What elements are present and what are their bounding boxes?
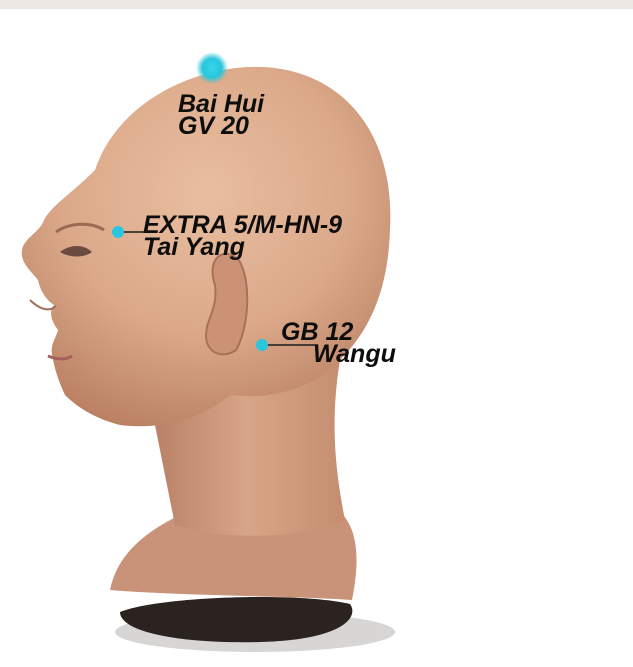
tai-yang-marker (112, 226, 124, 238)
bai-hui-label: Bai Hui GV 20 (178, 93, 264, 137)
wangu-marker (256, 339, 268, 351)
acupoint-illustration: Bai Hui GV 20 EXTRA 5/M-HN-9 Tai Yang GB… (0, 9, 633, 667)
top-border-strip (0, 0, 633, 9)
tai-yang-label: EXTRA 5/M-HN-9 Tai Yang (143, 214, 342, 258)
bai-hui-marker (196, 52, 228, 84)
tai-yang-name: Tai Yang (143, 236, 342, 258)
bai-hui-code: GV 20 (178, 115, 264, 137)
wangu-label: GB 12 Wangu (281, 321, 396, 365)
wangu-name: Wangu (281, 343, 396, 365)
